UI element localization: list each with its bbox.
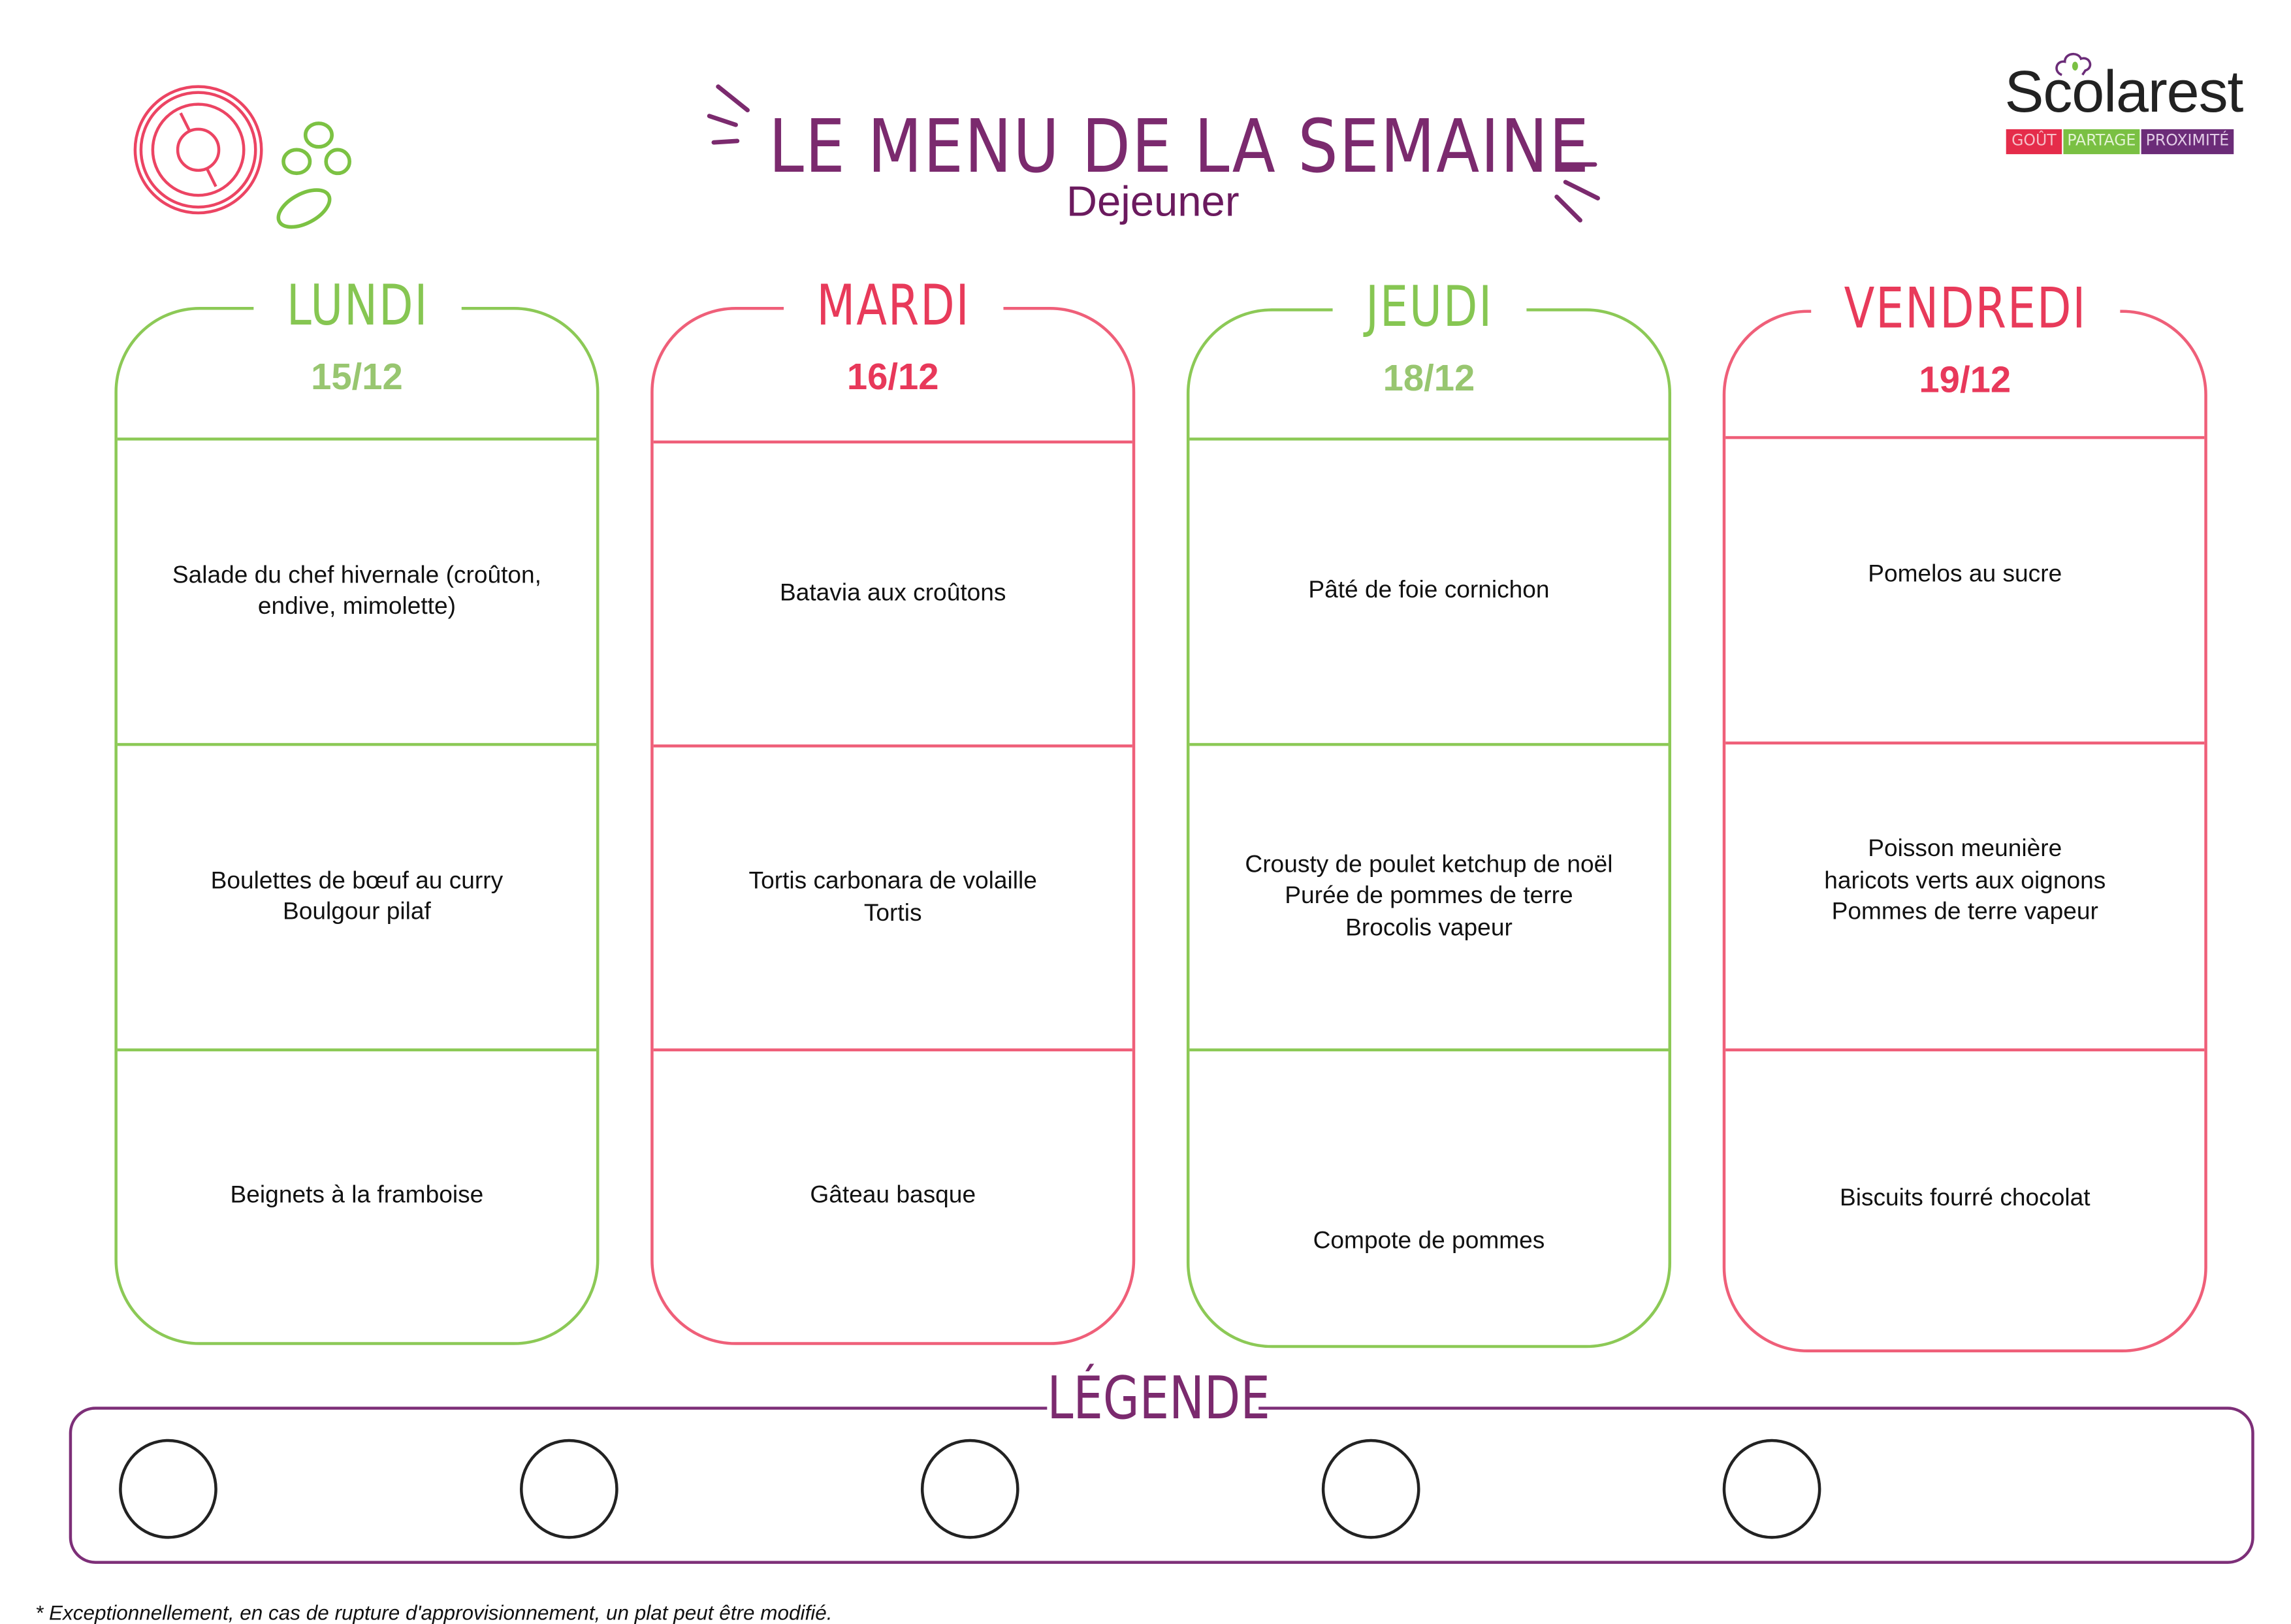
- dish-dessert: Compote de pommes: [1189, 1048, 1669, 1345]
- logo-tag-proximite: PROXIMITÉ: [2141, 129, 2234, 155]
- legend-circle: [1722, 1439, 1821, 1539]
- dish-starter: Salade du chef hivernale (croûton, endiv…: [117, 438, 596, 743]
- legend-circle: [920, 1439, 1019, 1539]
- dish-main: Poisson meunière haricots verts aux oign…: [1725, 741, 2205, 1049]
- dish-starter: Batavia aux croûtons: [653, 440, 1132, 744]
- day-date: 15/12: [311, 357, 403, 398]
- logo-tag-partage: PARTAGE: [2063, 129, 2140, 155]
- day-name: MARDI: [783, 272, 1003, 340]
- day-column-vendredi: VENDREDI 19/12 Pomelos au sucre Poisson …: [1722, 274, 2207, 1353]
- day-name: LUNDI: [253, 272, 461, 340]
- dish-main: Tortis carbonara de volaille Tortis: [653, 744, 1132, 1048]
- dish-dessert: Gâteau basque: [653, 1048, 1132, 1343]
- peas-icon: [276, 121, 352, 229]
- tomato-slice-icon: [133, 85, 263, 215]
- dish-starter: Pomelos au sucre: [1725, 436, 2205, 742]
- dish-main: Boulettes de bœuf au curry Boulgour pila…: [117, 742, 596, 1049]
- day-date: 18/12: [1383, 358, 1475, 400]
- day-date: 19/12: [1919, 359, 2011, 401]
- legend-title: LÉGENDE: [1047, 1362, 1270, 1437]
- legend-circle: [520, 1439, 618, 1539]
- logo-tag-gout: GOÛT: [2006, 129, 2062, 155]
- title-burst-right-icon: [1554, 162, 1600, 223]
- logo-wordmark: Scolarest: [2004, 60, 2243, 125]
- day-date: 16/12: [846, 357, 939, 398]
- legend-circle: [119, 1439, 217, 1539]
- day-column-lundi: LUNDI 15/12 Salade du chef hivernale (cr…: [114, 272, 600, 1345]
- day-name: VENDREDI: [1810, 274, 2119, 342]
- page-title: LE MENU DE LA SEMAINE: [768, 104, 1590, 190]
- footer-disclaimer: * Exceptionnellement, en cas de rupture …: [35, 1600, 833, 1624]
- chef-hat-icon: [2055, 53, 2092, 76]
- dish-dessert: Biscuits fourré chocolat: [1725, 1048, 2205, 1348]
- title-burst-left-icon: [707, 84, 750, 145]
- day-column-jeudi: JEUDI 18/12 Pâté de foie cornichon Crous…: [1186, 273, 1672, 1348]
- legend-circle: [1321, 1439, 1420, 1539]
- dish-dessert: Beignets à la framboise: [117, 1048, 596, 1343]
- day-name: JEUDI: [1332, 273, 1526, 341]
- dish-starter: Pâté de foie cornichon: [1189, 438, 1669, 743]
- dish-main: Crousty de poulet ketchup de noël Purée …: [1189, 742, 1669, 1049]
- meal-subtitle: Dejeuner: [1066, 179, 1240, 227]
- day-column-mardi: MARDI 16/12 Batavia aux croûtons Tortis …: [650, 272, 1136, 1345]
